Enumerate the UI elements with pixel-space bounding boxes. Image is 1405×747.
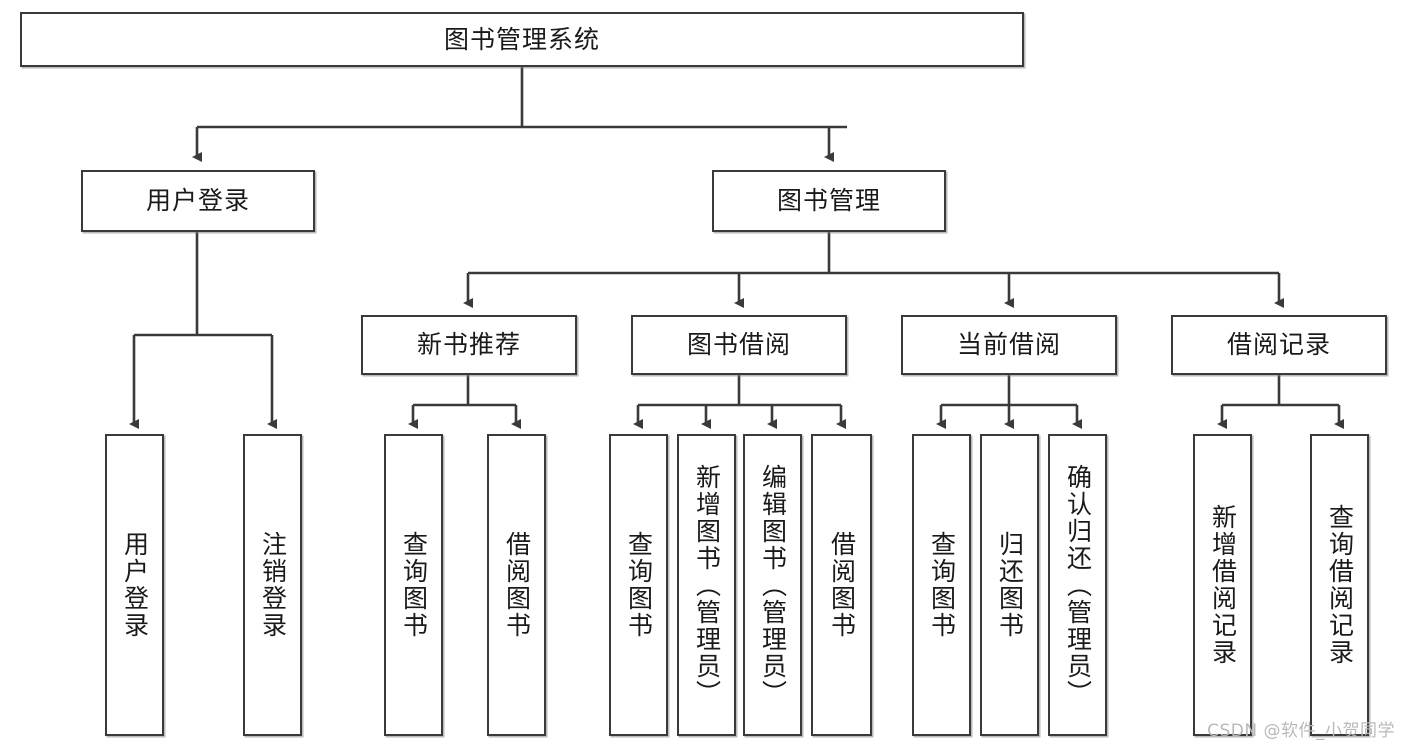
leaf-user-login[interactable]: 用户登录 (105, 434, 164, 736)
node-borrow-record[interactable]: 借阅记录 (1171, 315, 1387, 375)
node-book-manage[interactable]: 图书管理 (712, 170, 946, 232)
node-user-login-label: 用户登录 (145, 186, 250, 216)
leaf-return-book[interactable]: 归还图书 (980, 434, 1039, 736)
leaf-query-record-label: 查询借阅记录 (1325, 504, 1355, 666)
leaf-borrow-book-1[interactable]: 借阅图书 (487, 434, 546, 736)
node-borrow-record-label: 借阅记录 (1226, 330, 1331, 360)
leaf-query-record[interactable]: 查询借阅记录 (1310, 434, 1369, 736)
leaf-borrow-book-1-label: 借阅图书 (502, 531, 532, 639)
leaf-query-book-2[interactable]: 查询图书 (609, 434, 668, 736)
node-current-borrow-label: 当前借阅 (956, 330, 1061, 360)
leaf-edit-book[interactable]: 编辑图书（管理员） (743, 434, 802, 736)
leaf-user-login-label: 用户登录 (120, 531, 150, 639)
leaf-user-logout[interactable]: 注销登录 (243, 434, 302, 736)
node-book-borrow[interactable]: 图书借阅 (631, 315, 847, 375)
leaf-borrow-book-2-label: 借阅图书 (827, 531, 857, 639)
leaf-query-book-1-label: 查询图书 (399, 531, 429, 639)
leaf-edit-book-label: 编辑图书（管理员） (758, 463, 788, 707)
node-root[interactable]: 图书管理系统 (20, 12, 1024, 67)
node-new-book-rec-label: 新书推荐 (416, 330, 521, 360)
leaf-query-book-3[interactable]: 查询图书 (912, 434, 971, 736)
leaf-confirm-return-label: 确认归还（管理员） (1063, 463, 1093, 707)
leaf-add-book-label: 新增图书（管理员） (692, 463, 722, 707)
node-book-manage-label: 图书管理 (776, 186, 881, 216)
node-root-label: 图书管理系统 (443, 24, 600, 54)
node-user-login[interactable]: 用户登录 (81, 170, 315, 232)
leaf-confirm-return[interactable]: 确认归还（管理员） (1048, 434, 1107, 736)
leaf-return-book-label: 归还图书 (995, 531, 1025, 639)
leaf-borrow-book-2[interactable]: 借阅图书 (811, 434, 872, 736)
node-book-borrow-label: 图书借阅 (686, 330, 791, 360)
node-current-borrow[interactable]: 当前借阅 (901, 315, 1117, 375)
watermark: CSDN @软件_小贺同学 (1207, 721, 1395, 741)
leaf-query-book-1[interactable]: 查询图书 (384, 434, 443, 736)
leaf-query-book-3-label: 查询图书 (927, 531, 957, 639)
leaf-add-record-label: 新增借阅记录 (1208, 504, 1238, 666)
leaf-query-book-2-label: 查询图书 (624, 531, 654, 639)
node-new-book-rec[interactable]: 新书推荐 (361, 315, 577, 375)
leaf-add-book[interactable]: 新增图书（管理员） (677, 434, 736, 736)
leaf-add-record[interactable]: 新增借阅记录 (1193, 434, 1252, 736)
leaf-user-logout-label: 注销登录 (258, 531, 288, 639)
